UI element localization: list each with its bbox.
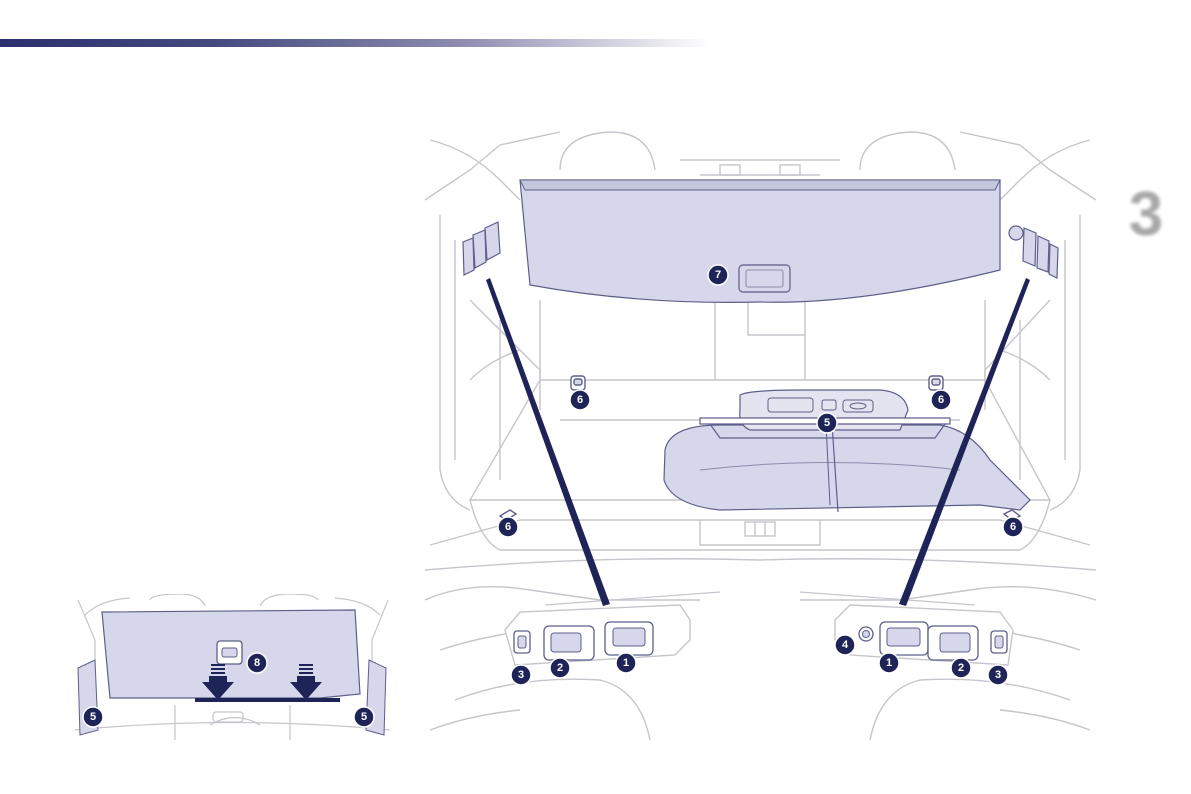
callout-5-seat: 5 — [817, 413, 837, 433]
svg-text:5: 5 — [361, 711, 367, 723]
svg-text:6: 6 — [1010, 521, 1016, 533]
callout-1-left: 1 — [616, 653, 636, 673]
svg-text:6: 6 — [505, 521, 511, 533]
svg-text:6: 6 — [938, 394, 944, 406]
callout-3-left: 3 — [511, 665, 531, 685]
svg-text:6: 6 — [577, 394, 583, 406]
callout-6-right-far: 6 — [931, 390, 951, 410]
callout-6-left-near: 6 — [498, 517, 518, 537]
callout-7: 7 — [708, 265, 728, 285]
callout-5-inset-left: 5 — [83, 707, 103, 727]
svg-text:2: 2 — [958, 662, 964, 674]
callout-3-right: 3 — [988, 665, 1008, 685]
svg-text:3: 3 — [518, 669, 524, 681]
callout-2-right: 2 — [951, 658, 971, 678]
callout-4: 4 — [835, 635, 855, 655]
svg-text:5: 5 — [824, 417, 830, 429]
callout-1-right: 1 — [879, 653, 899, 673]
callout-6-right-near: 6 — [1003, 517, 1023, 537]
svg-text:1: 1 — [623, 657, 629, 669]
svg-text:5: 5 — [90, 711, 96, 723]
svg-text:1: 1 — [886, 657, 892, 669]
svg-text:7: 7 — [715, 269, 721, 281]
svg-text:3: 3 — [995, 669, 1001, 681]
callout-5-inset-right: 5 — [354, 707, 374, 727]
callout-2-left: 2 — [550, 658, 570, 678]
callout-8: 8 — [247, 653, 267, 673]
svg-text:4: 4 — [842, 639, 849, 651]
svg-text:8: 8 — [254, 657, 260, 669]
svg-text:2: 2 — [557, 662, 563, 674]
callout-6-left-far: 6 — [570, 390, 590, 410]
